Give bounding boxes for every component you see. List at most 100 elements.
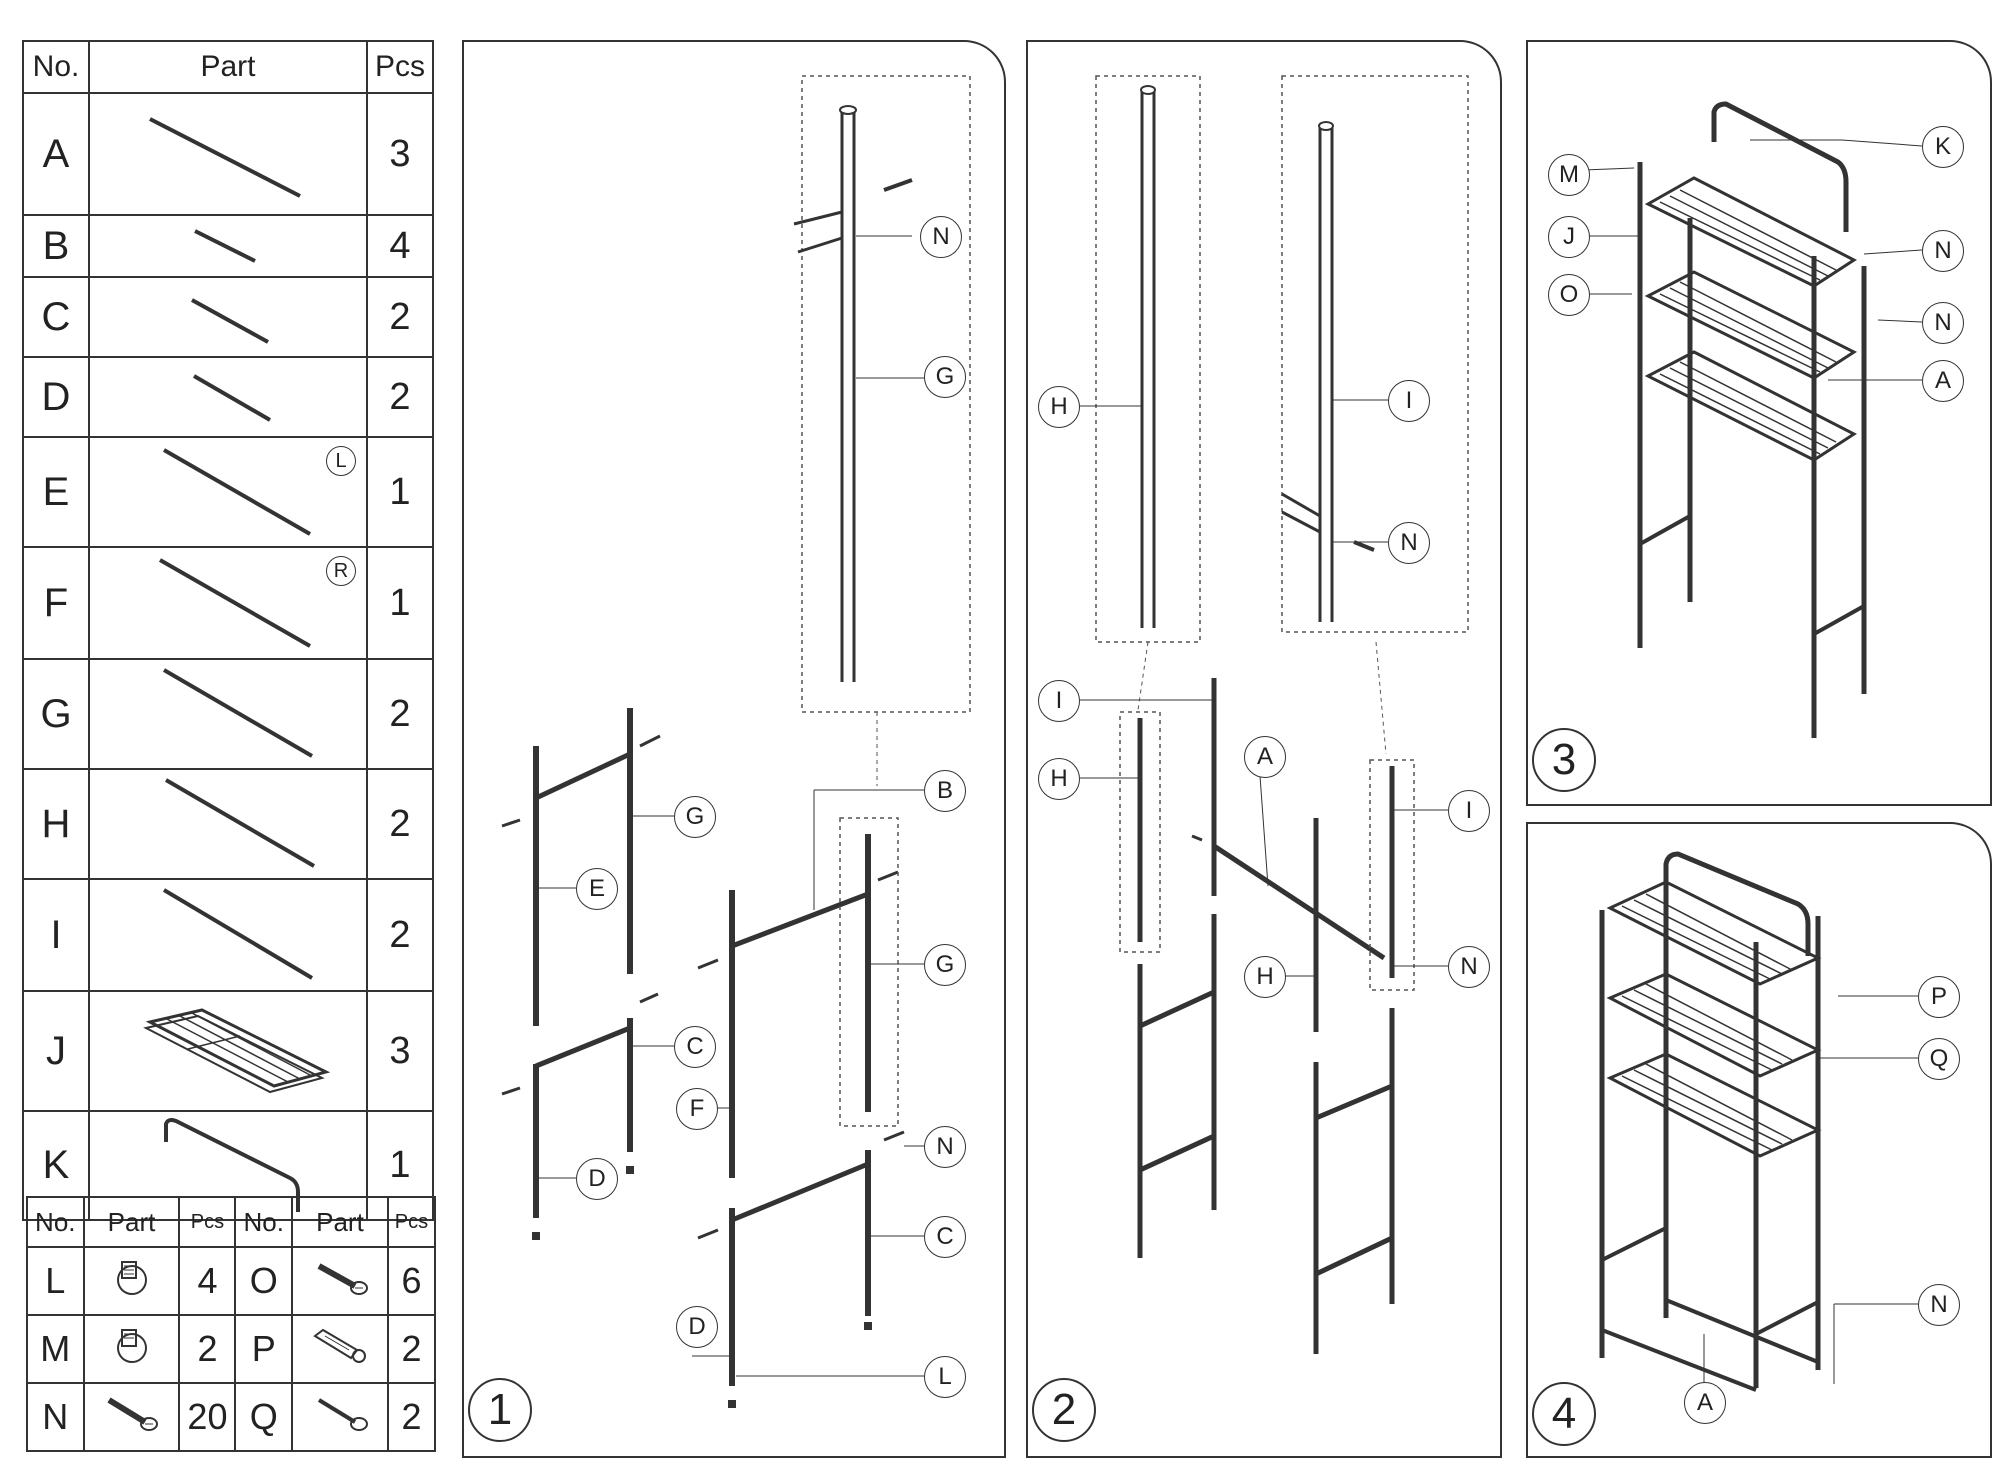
part-pcs: 1 bbox=[366, 436, 434, 548]
part-label: B bbox=[22, 214, 90, 278]
part-pcs: 2 bbox=[366, 878, 434, 992]
part-row-j: J 3 bbox=[22, 990, 434, 1112]
hw-pcs: 2 bbox=[386, 1314, 437, 1384]
step-number: 4 bbox=[1532, 1382, 1596, 1446]
step-number: 1 bbox=[468, 1378, 532, 1442]
part-pcs: 2 bbox=[366, 276, 434, 358]
part-image-j-shelf bbox=[88, 990, 368, 1112]
part-label: F bbox=[22, 546, 90, 660]
part-row-g: G 2 bbox=[22, 658, 434, 770]
header-part: Part bbox=[88, 40, 368, 94]
part-image-c-rod bbox=[88, 276, 368, 358]
part-pcs: 2 bbox=[366, 356, 434, 438]
hw-pcs: 20 bbox=[178, 1382, 237, 1452]
part-row-e: E L 1 bbox=[22, 436, 434, 548]
part-pcs: 4 bbox=[366, 214, 434, 278]
header-pcs: Pcs bbox=[178, 1196, 237, 1248]
callout-g: G bbox=[924, 944, 966, 986]
callout-c: C bbox=[674, 1026, 716, 1068]
header-part: Part bbox=[82, 1196, 181, 1248]
header-no: No. bbox=[234, 1196, 294, 1248]
callout-o: O bbox=[1548, 274, 1590, 316]
callout-k: K bbox=[1922, 126, 1964, 168]
callout-n: N bbox=[1922, 302, 1964, 344]
left-tag: L bbox=[326, 446, 356, 476]
callout-h: H bbox=[1038, 758, 1080, 800]
callout-n: N bbox=[920, 216, 962, 258]
hw-label: M bbox=[26, 1314, 85, 1384]
part-row-h: H 2 bbox=[22, 768, 434, 880]
wall-anchor-icon bbox=[291, 1314, 389, 1384]
callout-n: N bbox=[924, 1126, 966, 1168]
callout-l: L bbox=[924, 1356, 966, 1398]
step-4-diagram bbox=[1599, 851, 1918, 1404]
part-label: C bbox=[22, 276, 90, 358]
callout-i: I bbox=[1388, 380, 1430, 422]
part-label: I bbox=[22, 878, 90, 992]
part-row-i: I 2 bbox=[22, 878, 434, 992]
callout-i: I bbox=[1038, 680, 1080, 722]
end-cap-icon bbox=[82, 1246, 181, 1316]
step-2-diagram bbox=[1078, 75, 1469, 1354]
hw-label: N bbox=[26, 1382, 85, 1452]
callout-h: H bbox=[1244, 956, 1286, 998]
callout-d: D bbox=[576, 1158, 618, 1200]
part-label: D bbox=[22, 356, 90, 438]
part-row-d: D 2 bbox=[22, 356, 434, 438]
part-pcs: 1 bbox=[366, 546, 434, 660]
part-pcs: 2 bbox=[366, 658, 434, 770]
hw-label: P bbox=[234, 1314, 294, 1384]
part-pcs: 3 bbox=[366, 92, 434, 216]
step-number: 3 bbox=[1532, 728, 1596, 792]
screw-o-icon bbox=[291, 1246, 389, 1316]
callout-e: E bbox=[576, 868, 618, 910]
step-1-diagram bbox=[501, 75, 971, 1408]
callout-g: G bbox=[924, 356, 966, 398]
part-image-f-rod: R bbox=[88, 546, 368, 660]
part-row-f: F R 1 bbox=[22, 546, 434, 660]
part-image-e-rod: L bbox=[88, 436, 368, 548]
callout-n: N bbox=[1918, 1284, 1960, 1326]
part-label: A bbox=[22, 92, 90, 216]
step-1-panel: N G G E C D B G F N C D L 1 bbox=[462, 40, 1006, 1458]
header-part: Part bbox=[291, 1196, 389, 1248]
step-3-diagram bbox=[1583, 101, 1923, 738]
hardware-row: N 20 Q 2 bbox=[26, 1382, 437, 1452]
part-label: G bbox=[22, 658, 90, 770]
screw-n-icon bbox=[82, 1382, 181, 1452]
callout-h: H bbox=[1038, 386, 1080, 428]
step-number: 2 bbox=[1032, 1378, 1096, 1442]
right-tag: R bbox=[326, 556, 356, 586]
step-4-panel: P Q N A 4 bbox=[1526, 822, 1992, 1458]
header-pcs: Pcs bbox=[386, 1196, 437, 1248]
callout-c: C bbox=[924, 1216, 966, 1258]
callout-f: F bbox=[676, 1088, 718, 1130]
hw-label: Q bbox=[234, 1382, 294, 1452]
part-row-c: C 2 bbox=[22, 276, 434, 358]
hardware-table: No. Part Pcs No. Part Pcs L 4 O 6 M 2 P … bbox=[26, 1196, 437, 1452]
part-pcs: 3 bbox=[366, 990, 434, 1112]
end-cap-icon bbox=[82, 1314, 181, 1384]
hw-pcs: 2 bbox=[178, 1314, 237, 1384]
callout-j: J bbox=[1548, 216, 1590, 258]
part-image-g-rod bbox=[88, 658, 368, 770]
part-image-d-rod bbox=[88, 356, 368, 438]
callout-d: D bbox=[676, 1306, 718, 1348]
part-image-i-rod bbox=[88, 878, 368, 992]
callout-p: P bbox=[1918, 976, 1960, 1018]
callout-m: M bbox=[1548, 154, 1590, 196]
step-2-panel: H I N I H A I H N 2 bbox=[1026, 40, 1502, 1458]
header-no: No. bbox=[22, 40, 90, 94]
step-3-panel: M J O K N N A 3 bbox=[1526, 40, 1992, 806]
callout-n: N bbox=[1388, 522, 1430, 564]
callout-a: A bbox=[1684, 1382, 1726, 1424]
callout-a: A bbox=[1922, 360, 1964, 402]
hw-pcs: 4 bbox=[178, 1246, 237, 1316]
hw-pcs: 6 bbox=[386, 1246, 437, 1316]
callout-n: N bbox=[1448, 946, 1490, 988]
callout-g: G bbox=[674, 796, 716, 838]
callout-n: N bbox=[1922, 230, 1964, 272]
hw-label: L bbox=[26, 1246, 85, 1316]
part-label: H bbox=[22, 768, 90, 880]
callout-q: Q bbox=[1918, 1038, 1960, 1080]
